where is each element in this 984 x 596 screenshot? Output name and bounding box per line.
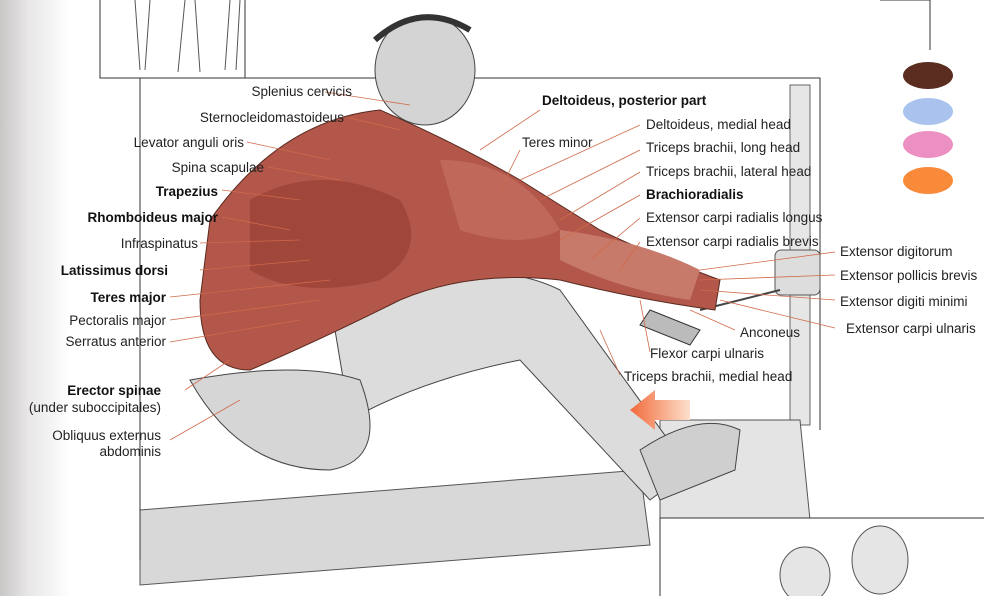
label-spina-scapulae: Spina scapulae — [171, 160, 264, 175]
forearm — [560, 230, 700, 300]
inset-head-2 — [851, 525, 909, 595]
bench — [139, 469, 651, 586]
label-extensor-carpi-ulnaris: Extensor carpi ulnaris — [846, 321, 976, 336]
label-ecr-longus: Extensor carpi radialis longus — [646, 210, 823, 225]
label-extensor-digitorum: Extensor digitorum — [840, 244, 953, 259]
label-sternocleidomastoideus: Sternocleidomastoideus — [199, 110, 344, 125]
label-triceps-long: Triceps brachii, long head — [646, 140, 801, 155]
label-anconeus: Anconeus — [740, 325, 801, 340]
foot — [639, 422, 741, 501]
label-levator-anguli-oris: Levator anguli oris — [133, 135, 244, 150]
label-deltoideus-posterior: Deltoideus, posterior part — [542, 93, 707, 108]
label-extensor-digiti-minimi: Extensor digiti minimi — [840, 294, 968, 309]
label-triceps-lateral: Triceps brachii, lateral head — [646, 164, 812, 179]
legend-swatch-brown — [903, 62, 953, 89]
inset-figures — [134, 0, 241, 73]
label-ecr-brevis: Extensor carpi radialis brevis — [646, 234, 819, 249]
hips — [189, 369, 371, 471]
label-latissimus-dorsi: Latissimus dorsi — [60, 263, 168, 278]
legend-swatch-blue — [903, 98, 953, 125]
inset-figures-box — [99, 0, 246, 79]
hair — [373, 14, 472, 43]
label-erector-spinae: Erector spinae — [67, 383, 161, 398]
label-flexor-carpi-ulnaris: Flexor carpi ulnaris — [650, 346, 765, 361]
label-rhomboideus-major: Rhomboideus major — [87, 210, 218, 225]
label-pectoralis-major: Pectoralis major — [69, 313, 166, 328]
label-infraspinatus: Infraspinatus — [120, 236, 198, 251]
legend-swatch-pink — [903, 131, 953, 158]
label-teres-minor: Teres minor — [522, 135, 593, 150]
label-teres-major: Teres major — [90, 290, 166, 305]
leader-lines — [169, 91, 836, 441]
label-under-suboccipitales: (under suboccipitales) — [28, 400, 161, 415]
label-trapezius: Trapezius — [155, 184, 218, 199]
latissimus — [250, 180, 412, 288]
back-muscles — [199, 109, 721, 371]
label-triceps-medial: Triceps brachii, medial head — [624, 369, 793, 384]
label-brachioradialis: Brachioradialis — [646, 187, 744, 202]
direction-arrow-icon — [630, 390, 690, 430]
deltoid — [440, 160, 560, 240]
inset-head-1 — [779, 546, 831, 596]
label-abdominis: abdominis — [99, 444, 161, 459]
pulley — [774, 249, 821, 296]
label-deltoideus-medial: Deltoideus, medial head — [646, 117, 791, 132]
legend-swatch-orange — [903, 167, 953, 194]
label-obliquus-externus: Obliquus externus — [52, 428, 161, 443]
handle — [639, 309, 701, 346]
label-splenius-cervicis: Splenius cervicis — [251, 84, 352, 99]
label-serratus-anterior: Serratus anterior — [65, 334, 166, 349]
page-gutter-shadow — [0, 0, 70, 596]
label-extensor-pollicis-brevis: Extensor pollicis brevis — [840, 268, 978, 283]
corner-line — [880, 0, 931, 50]
